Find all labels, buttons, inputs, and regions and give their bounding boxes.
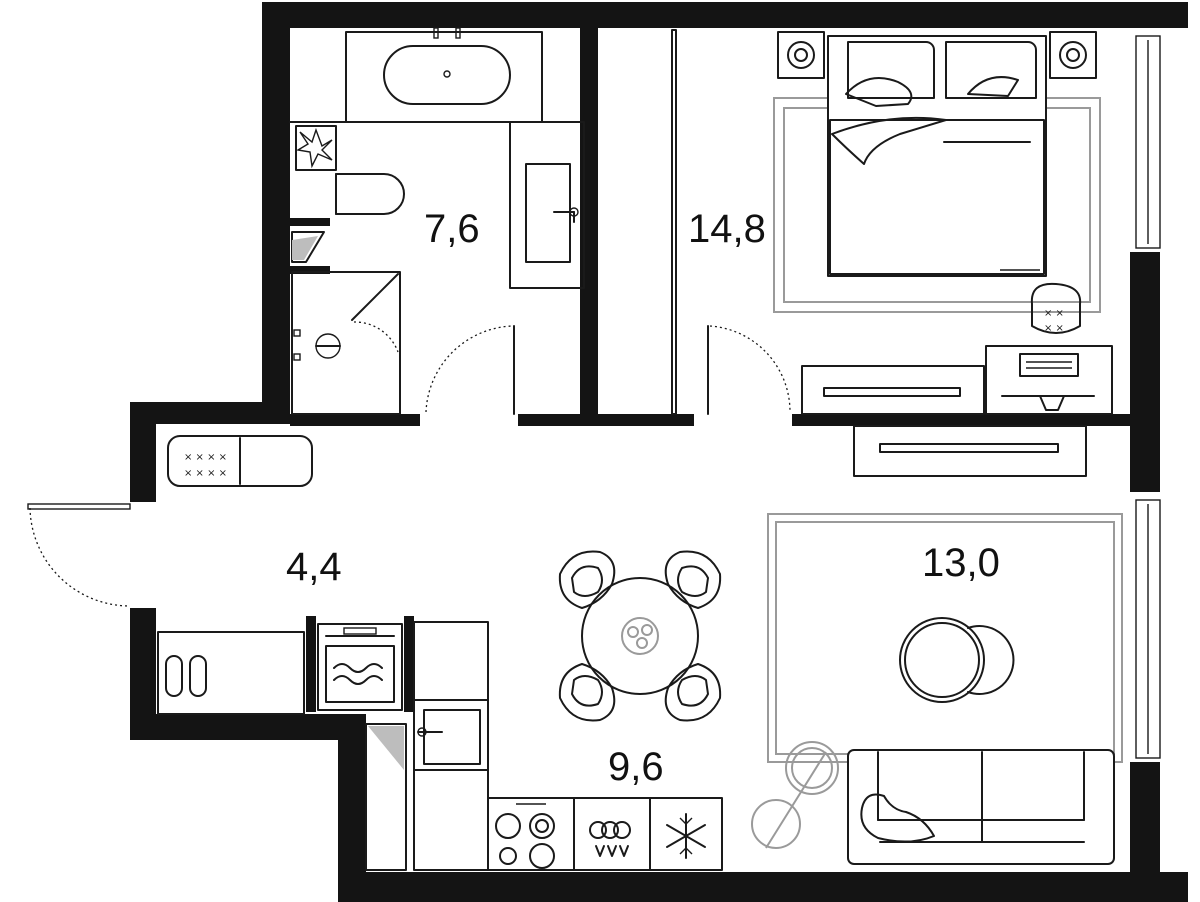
svg-text:× × × ×: × × × × <box>184 452 227 463</box>
snowflake-icon <box>666 813 706 859</box>
svg-text:× ×: × × <box>1044 308 1064 319</box>
dresser <box>801 365 985 415</box>
doors <box>27 325 791 607</box>
svg-text:× ×: × × <box>1044 323 1064 334</box>
nightstand-left <box>777 31 825 79</box>
walls <box>130 2 1188 902</box>
chair-icon <box>558 550 616 609</box>
hallway: × × × × × × × × <box>157 435 403 715</box>
chair-icon <box>558 663 616 722</box>
living-room <box>751 425 1123 865</box>
room-area-label: 13,0 <box>922 541 1000 585</box>
kitchen <box>365 550 723 871</box>
svg-text:× × × ×: × × × × <box>184 468 227 479</box>
plant-icon <box>296 127 333 169</box>
windows <box>1135 35 1161 759</box>
room-labels: 7,6 14,8 4,4 9,6 13,0 <box>286 207 1000 789</box>
vanity-desk: × × × × <box>985 282 1113 415</box>
chair-icon <box>664 550 722 609</box>
plates-icon <box>589 821 631 857</box>
chair-icon <box>664 663 722 722</box>
bathroom <box>289 27 585 415</box>
nightstand-right <box>1049 31 1097 79</box>
room-area-label: 4,4 <box>286 545 342 589</box>
room-area-label: 14,8 <box>688 207 766 251</box>
dining-table <box>558 550 722 722</box>
washing-machine <box>317 623 403 711</box>
slippers-icon <box>165 655 207 697</box>
floor-lamp <box>751 741 839 849</box>
room-area-label: 9,6 <box>608 745 664 789</box>
bedroom: × × × × <box>671 29 1113 415</box>
room-area-label: 7,6 <box>424 207 480 251</box>
